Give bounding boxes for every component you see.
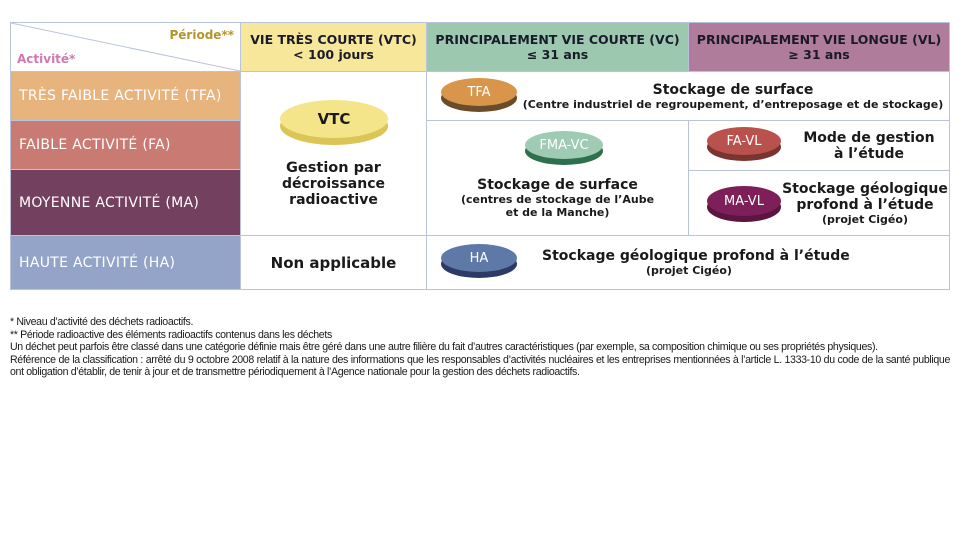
mavl-badge: MA-VL (707, 186, 781, 216)
column-title: PRINCIPALEMENT VIE COURTE (VC) (435, 32, 680, 47)
vtc-text: Gestion par (286, 160, 381, 176)
cell-ha: HA Stockage géologique profond à l’étude… (426, 235, 950, 290)
column-sub: ≤ 31 ans (526, 47, 589, 62)
tfa-badge: TFA (441, 78, 517, 106)
column-title: VIE TRÈS COURTE (VTC) (250, 32, 417, 47)
vtc-badge: VTC (280, 100, 388, 138)
tfa-title: Stockage de surface (652, 81, 814, 98)
mavl-title: Stockage géologique (782, 180, 948, 197)
favl-badge: FA-VL (707, 127, 781, 155)
column-header-vl: PRINCIPALEMENT VIE LONGUE (VL)≥ 31 ans (688, 22, 950, 72)
column-sub: ≥ 31 ans (788, 47, 850, 62)
row-header-tfa: TRÈS FAIBLE ACTIVITÉ (TFA) (10, 71, 241, 121)
mavl-title: profond à l’étude (796, 196, 934, 213)
cell-ha-vtc: Non applicable (240, 235, 427, 290)
column-header-vtc: VIE TRÈS COURTE (VTC)< 100 jours (240, 22, 427, 72)
row-header-ha: HAUTE ACTIVITÉ (HA) (10, 235, 241, 290)
fmavc-sub: (centres de stockage de l’Aube (460, 193, 655, 206)
footnote: ** Période radioactive des éléments radi… (10, 328, 332, 341)
ha-badge: HA (441, 244, 517, 272)
favl-title: à l’étude (833, 145, 905, 162)
diagonal-divider (11, 23, 240, 71)
cell-fmavc: FMA-VC Stockage de surface (centres de s… (426, 120, 689, 236)
cell-tfa: TFA Stockage de surface (Centre industri… (426, 71, 950, 121)
footnotes: * Niveau d’activité des déchets radioact… (10, 316, 950, 379)
fmavc-title: Stockage de surface (477, 177, 638, 193)
ha-sub: (projet Cigéo) (646, 264, 732, 277)
vtc-text: décroissance (281, 176, 385, 192)
ha-title: Stockage géologique profond à l’étude (542, 248, 850, 264)
footnote: Référence de la classification : arrêté … (10, 353, 950, 379)
badge-label: FA-VL (726, 133, 762, 149)
cell-favl: FA-VL Mode de gestion à l’étude (688, 120, 950, 171)
column-sub: < 100 jours (293, 47, 374, 62)
badge-label: FMA-VC (539, 137, 589, 153)
column-header-vc: PRINCIPALEMENT VIE COURTE (VC)≤ 31 ans (426, 22, 689, 72)
favl-title: Mode de gestion (803, 129, 935, 146)
tfa-sub: (Centre industriel de regroupement, d’en… (522, 97, 944, 111)
badge-label: TFA (467, 84, 491, 100)
period-label: Période** (169, 28, 235, 42)
badge-label: MA-VL (724, 193, 764, 209)
fmavc-sub: et de la Manche) (505, 206, 610, 219)
footnote: Un déchet peut parfois être classé dans … (10, 341, 878, 354)
row-header-ma: MOYENNE ACTIVITÉ (MA) (10, 169, 241, 236)
badge-label: HA (469, 250, 489, 266)
fmavc-badge: FMA-VC (525, 131, 603, 159)
cell-vtc: VTC Gestion par décroissance radioactive (240, 71, 427, 236)
corner-cell: Période** Activité* (10, 22, 241, 72)
column-title: PRINCIPALEMENT VIE LONGUE (VL) (696, 32, 942, 47)
activity-label: Activité* (17, 52, 76, 66)
cell-mavl: MA-VL Stockage géologique profond à l’ét… (688, 170, 950, 236)
badge-label: VTC (317, 110, 351, 128)
vtc-text: radioactive (289, 192, 378, 208)
footnote: * Niveau d’activité des déchets radioact… (10, 316, 194, 328)
row-header-fa: FAIBLE ACTIVITÉ (FA) (10, 120, 241, 170)
mavl-sub: (projet Cigéo) (822, 212, 908, 226)
